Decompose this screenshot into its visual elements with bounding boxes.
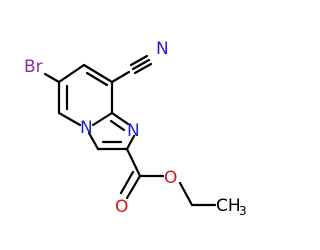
molecule-structure: Br N N N O O CH 3 xyxy=(24,39,247,218)
bond-c6-br xyxy=(43,72,61,84)
ester-oxygen-label: O xyxy=(164,168,177,188)
bromine-label: Br xyxy=(24,57,43,77)
bond-c8a-n1-inner xyxy=(109,119,126,132)
imine-nitrogen-label: N xyxy=(127,121,140,141)
bond-c7-c8 xyxy=(82,63,114,84)
bond-c3-n4 xyxy=(87,131,100,151)
bond-n1-c2 xyxy=(125,134,136,151)
bond-c2-carbonyl xyxy=(125,147,142,178)
bond-n4-c5 xyxy=(57,111,82,127)
bond-c8a-n4 xyxy=(91,111,114,127)
methyl-label: CH xyxy=(216,196,241,216)
bond-cyano-triple-3 xyxy=(133,62,153,75)
methyl-subscript: 3 xyxy=(239,204,247,218)
bond-cyano-triple-2 xyxy=(129,54,149,67)
bond-cyano-triple-1 xyxy=(131,58,151,71)
cyano-nitrogen-label: N xyxy=(156,39,169,59)
bond-carbonyl-o-1 xyxy=(125,174,142,200)
bond-carbonyl-o-2 xyxy=(119,170,135,195)
bond-c8-cn xyxy=(110,70,131,84)
atom-labels: Br N N N O O CH 3 xyxy=(24,39,247,218)
structure-canvas: Br N N N O O CH 3 xyxy=(24,39,247,218)
bond-c6-c7 xyxy=(57,63,86,84)
bridgehead-nitrogen-label: N xyxy=(80,118,93,138)
bond-oester-ch2 xyxy=(178,181,194,207)
bond-c7-c8-inner xyxy=(85,71,109,87)
bond-c8a-n1 xyxy=(110,111,130,126)
bond-lines xyxy=(43,54,217,207)
carbonyl-oxygen-label: O xyxy=(115,197,128,217)
